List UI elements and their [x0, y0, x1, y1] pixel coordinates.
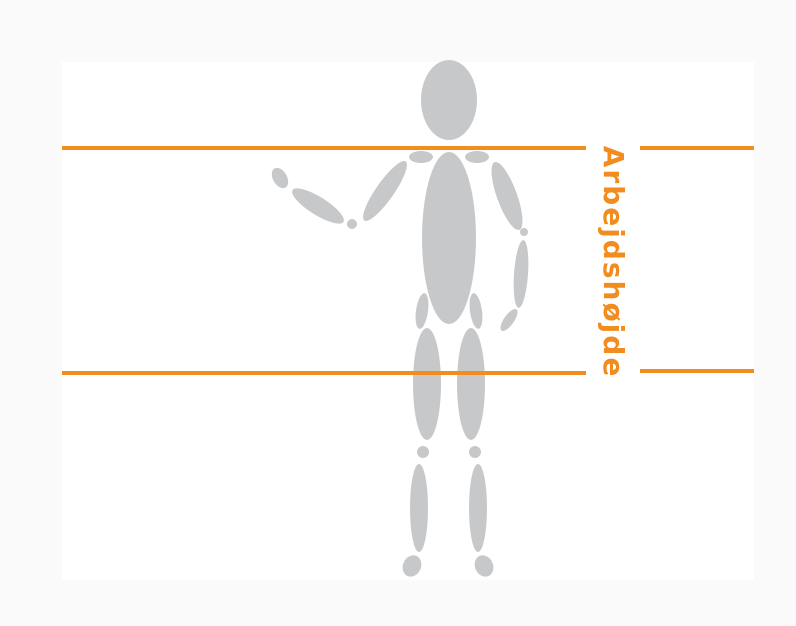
figure-knee-right [469, 446, 481, 458]
figure-shin-right [469, 464, 487, 552]
figure-thigh-right [457, 328, 485, 440]
figure-elbow-raised [347, 219, 357, 229]
figure-elbow-lowered [520, 228, 528, 236]
figure-torso [422, 152, 476, 324]
figure-shoulder-left [409, 151, 433, 163]
figure-thigh-left [413, 328, 441, 440]
figure-shoulder-right [465, 151, 489, 163]
figure-knee-left [417, 446, 429, 458]
figure-head [421, 60, 477, 140]
working-height-label: Arbejdshøjde [597, 146, 630, 379]
figure-shin-left [410, 464, 428, 552]
background-panel [62, 62, 754, 580]
